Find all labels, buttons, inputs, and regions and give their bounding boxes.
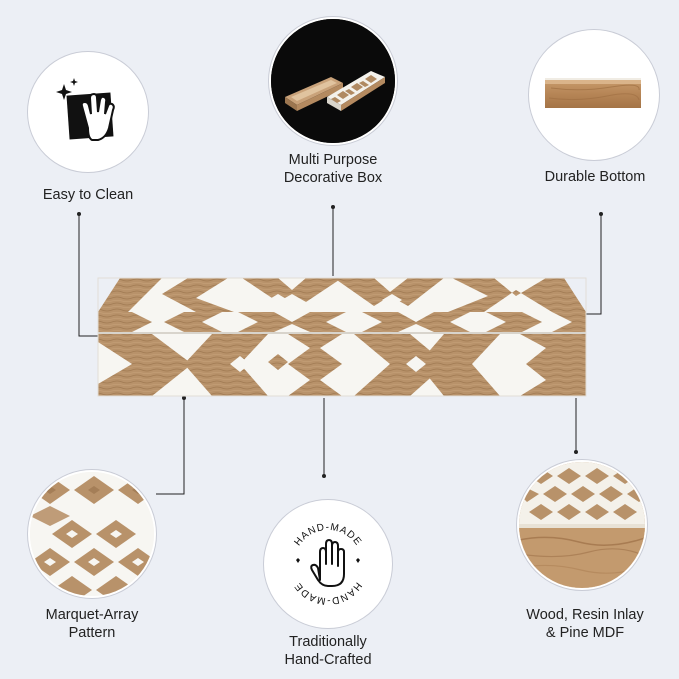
multi-purpose-caption: Multi Purpose Decorative Box (283, 152, 383, 186)
decorative-box-image (97, 277, 587, 397)
leader-line-bottom (584, 214, 602, 315)
svg-text:HAND-MADE: HAND-MADE (292, 580, 363, 606)
handcrafted-circle: HAND-MADE HAND-MADE (264, 500, 392, 628)
materials-circle (517, 460, 647, 590)
easy-clean-caption: Easy to Clean (42, 187, 134, 203)
svg-text:HAND-MADE: HAND-MADE (292, 522, 363, 548)
durable-bottom-circle (529, 30, 659, 160)
box-bottom-image (545, 78, 641, 108)
marquetry-pattern-image (30, 472, 154, 596)
open-hand-icon (310, 539, 345, 587)
materials-caption: Wood, Resin Inlay & Pine MDF (526, 607, 644, 641)
easy-clean-circle (28, 52, 148, 172)
handmade-badge: HAND-MADE HAND-MADE (292, 522, 363, 606)
multi-purpose-circle (269, 17, 397, 145)
open-box-image (271, 19, 395, 143)
cleaning-hand-icon (56, 78, 115, 141)
marquetry-caption: Marquet-Array Pattern (45, 607, 139, 641)
handcrafted-caption: Traditionally Hand-Crafted (284, 634, 372, 668)
leader-line-marquetry (156, 398, 185, 495)
marquetry-circle (28, 470, 156, 598)
materials-closeup-image (519, 462, 645, 588)
leader-line-clean (78, 214, 100, 337)
durable-bottom-caption: Durable Bottom (544, 169, 646, 185)
